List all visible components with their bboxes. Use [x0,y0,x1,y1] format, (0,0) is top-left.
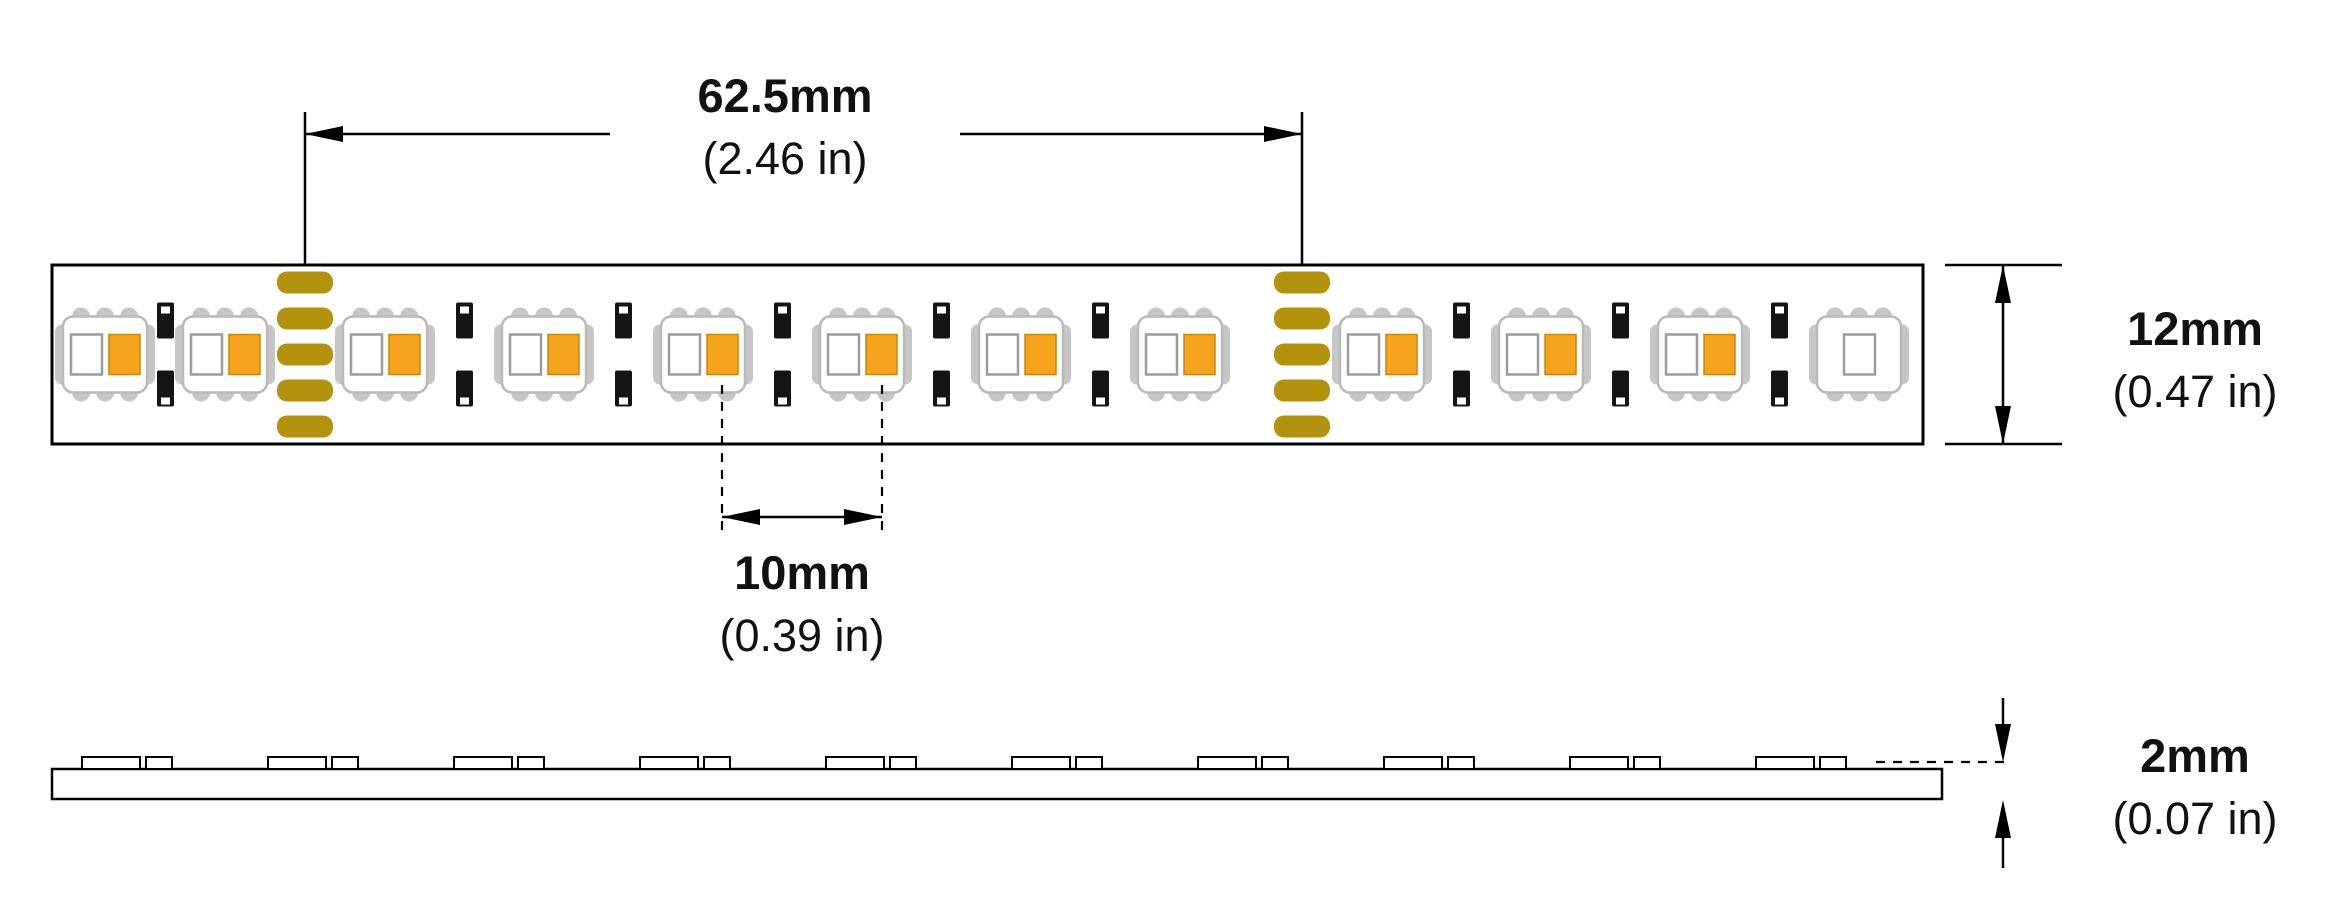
arrowhead-left-icon [722,509,760,525]
side-component [267,756,359,770]
arrowhead-right-icon [1264,126,1302,142]
led-module [1489,306,1593,403]
led-module [810,306,914,403]
dim-cut-interval-metric: 62.5mm [697,69,872,122]
dimension-cut-interval: 62.5mm (2.46 in) [303,69,1304,265]
dim-led-pitch-imperial: (0.39 in) [719,610,884,661]
side-component [1755,756,1847,770]
led-module [1648,306,1752,403]
arrowhead-right-icon [844,509,882,525]
dim-cut-interval-imperial: (2.46 in) [702,133,867,184]
dim-strip-thickness-imperial: (0.07 in) [2112,793,2277,844]
side-component [453,756,545,770]
led-module [651,306,755,403]
dim-strip-width-metric: 12mm [2127,302,2263,355]
arrowhead-down-icon [1995,406,2011,444]
led-module-end [1807,306,1911,403]
top-view [50,263,1925,446]
led-module [53,306,157,403]
dim-strip-thickness-metric: 2mm [2140,729,2250,782]
led-module [1330,306,1434,403]
led-module [969,306,1073,403]
arrowhead-up-icon [1995,265,2011,303]
strip-side-profile [50,767,1944,801]
side-component [639,756,731,770]
side-component [1383,756,1475,770]
side-view [50,756,1944,801]
side-component [825,756,917,770]
dim-strip-width-imperial: (0.47 in) [2112,366,2277,417]
dim-led-pitch-metric: 10mm [734,546,870,599]
led-module [333,306,437,403]
dimension-strip-width: 12mm (0.47 in) [1945,263,2278,446]
side-component [81,756,173,770]
led-module [492,306,596,403]
side-component [1011,756,1103,770]
side-component [1569,756,1661,770]
led-module [173,306,277,403]
led-module [1128,306,1232,403]
arrowhead-left-icon [305,126,343,142]
arrowhead-up-icon [1995,800,2011,838]
dimension-led-pitch: 10mm (0.39 in) [719,385,885,661]
side-component [1197,756,1289,770]
arrowhead-down-icon [1995,724,2011,762]
dimension-strip-thickness: 2mm (0.07 in) [1876,698,2278,868]
